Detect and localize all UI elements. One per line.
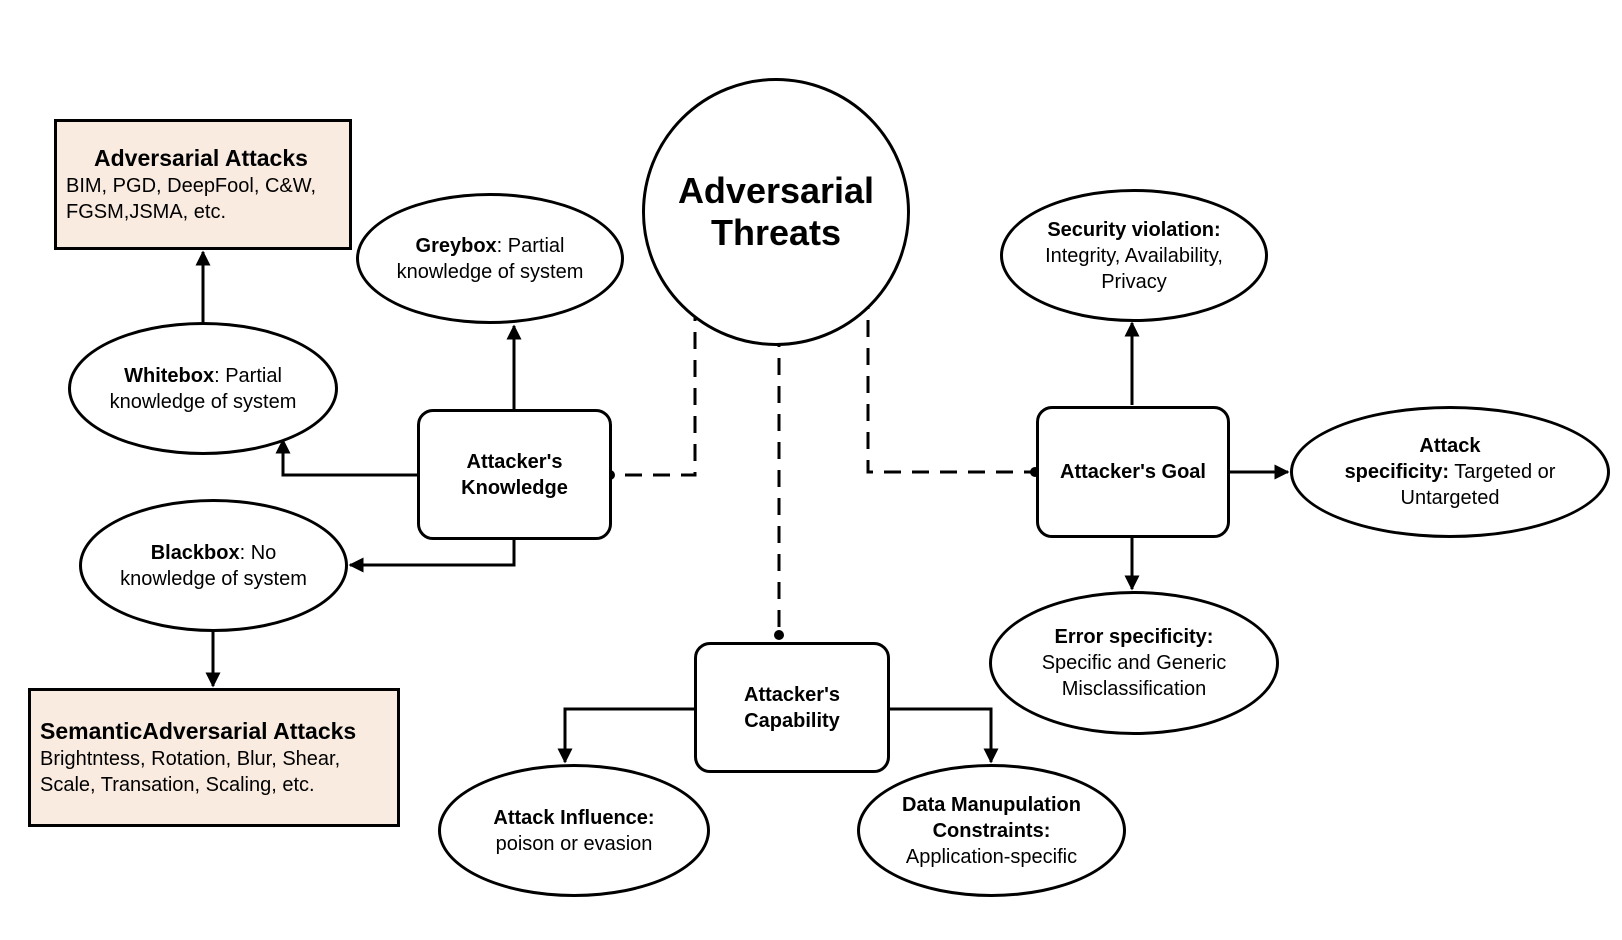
adversarial-threats-node: Adversarial Threats xyxy=(642,78,910,346)
connector-dot-capability xyxy=(774,630,784,640)
goal-label: Attacker's Goal xyxy=(1060,461,1206,483)
semantic-attacks-box: SemanticAdversarial Attacks Brightntess,… xyxy=(28,688,400,827)
dashed-connector-knowledge xyxy=(609,276,697,477)
blackbox-node: Blackbox: No knowledge of system xyxy=(79,499,348,632)
attack-influence-node: Attack Influence: poison or evasion xyxy=(438,764,710,897)
security-violation-line1: Integrity, Availability, xyxy=(1045,244,1223,267)
attack-specificity-bold2: specificity: xyxy=(1344,461,1450,483)
data-manipulation-node: Data Manupulation Constraints: Applicati… xyxy=(857,764,1126,897)
data-manipulation-bold2: Constraints: xyxy=(932,819,1051,842)
arrow-to-whitebox xyxy=(275,438,417,477)
semantic-attacks-line1: Brightntess, Rotation, Blur, Shear, xyxy=(40,748,341,770)
attack-specificity-node: Attack specificity: Targeted or Untarget… xyxy=(1290,406,1610,538)
blackbox-text2: knowledge of system xyxy=(120,567,307,590)
semantic-attacks-title: SemanticAdversarial Attacks xyxy=(40,718,357,744)
arrow-to-blackbox xyxy=(348,538,516,573)
attack-influence-line1: poison or evasion xyxy=(495,832,653,855)
attackers-goal-node: Attacker's Goal xyxy=(1036,406,1230,538)
adversarial-attacks-line2: FGSM,JSMA, etc. xyxy=(66,201,227,223)
adversarial-attacks-line1: BIM, PGD, DeepFool, C&W, xyxy=(66,175,317,197)
security-violation-bold: Security violation: xyxy=(1047,218,1221,241)
knowledge-label-line2: Knowledge xyxy=(461,476,568,499)
arrow-to-data-manipulation xyxy=(888,707,999,764)
adversarial-attacks-title: Adversarial Attacks xyxy=(94,145,308,171)
attack-influence-bold: Attack Influence: xyxy=(493,806,655,829)
greybox-text2: knowledge of system xyxy=(396,260,584,283)
whitebox-node: Whitebox: Partial knowledge of system xyxy=(68,322,338,455)
error-specificity-node: Error specificity: Specific and Generic … xyxy=(989,591,1279,735)
knowledge-label-line1: Attacker's xyxy=(466,450,563,473)
dashed-connector-goal xyxy=(866,264,1035,474)
greybox-bold: Greybox xyxy=(415,234,497,257)
error-specificity-line2: Misclassification xyxy=(1061,678,1207,700)
greybox-text1: : Partial xyxy=(496,234,565,257)
blackbox-text1: : No xyxy=(239,541,277,564)
center-title-line2: Threats xyxy=(710,212,842,253)
center-title-line1: Adversarial xyxy=(677,170,875,211)
error-specificity-line1: Specific and Generic xyxy=(1041,652,1227,674)
data-manipulation-bold1: Data Manupulation xyxy=(902,793,1081,816)
adversarial-attacks-box: Adversarial Attacks BIM, PGD, DeepFool, … xyxy=(54,119,352,250)
attack-specificity-line3: Untargeted xyxy=(1400,487,1500,509)
whitebox-text1: : Partial xyxy=(214,364,282,387)
attackers-knowledge-node: Attacker's Knowledge xyxy=(417,409,612,540)
security-violation-node: Security violation: Integrity, Availabil… xyxy=(1000,189,1268,322)
whitebox-text2: knowledge of system xyxy=(109,390,297,413)
whitebox-bold: Whitebox xyxy=(124,364,215,387)
attack-specificity-text2: Targeted or xyxy=(1449,461,1556,483)
data-manipulation-line1: Application-specific xyxy=(905,845,1078,868)
blackbox-bold: Blackbox xyxy=(150,541,240,564)
arrow-to-attack-influence xyxy=(557,707,694,764)
semantic-attacks-line2: Scale, Transation, Scaling, etc. xyxy=(40,774,315,796)
security-violation-line2: Privacy xyxy=(1101,270,1167,293)
capability-label-line1: Attacker's xyxy=(744,683,840,706)
attackers-capability-node: Attacker's Capability xyxy=(694,642,890,773)
capability-label-line2: Capability xyxy=(744,709,840,732)
greybox-node: Greybox: Partial knowledge of system xyxy=(356,193,624,324)
attack-specificity-bold1: Attack xyxy=(1419,435,1481,457)
error-specificity-bold: Error specificity: xyxy=(1054,626,1214,648)
